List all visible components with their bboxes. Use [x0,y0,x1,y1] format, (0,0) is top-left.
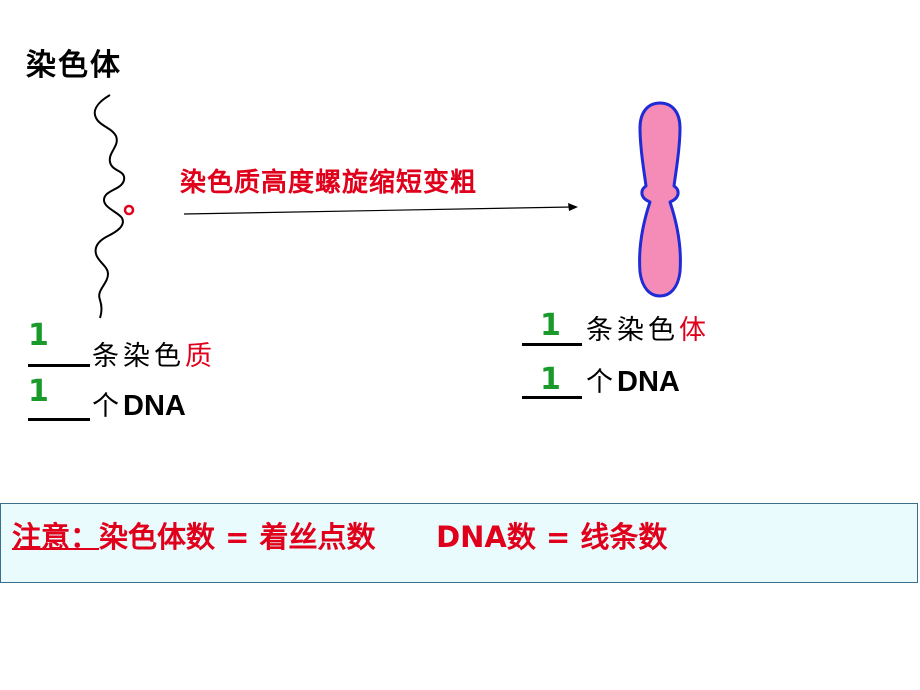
chromosome-dna-count: 1 [540,362,561,397]
transform-arrow-line [183,206,573,215]
chromosome-dna-blank [522,396,582,399]
chromatin-dna-count: 1 [28,374,49,409]
centromere-marker [123,204,135,216]
chromosome-label-highlight: 体 [679,315,710,346]
chromatin-label-highlight: 质 [185,341,216,372]
chromosome-count-blank [522,343,582,346]
note-text: 注意：染色体数 = 着丝点数 DNA数 = 线条数 [12,514,667,556]
chromatin-count: 1 [28,318,49,353]
chromatin-label: 条染色质 [92,334,216,373]
note-box [0,503,918,583]
transform-arrow-head [568,203,578,211]
chromosome-dna-prefix: 个 [586,367,617,398]
note-content: 染色体数 = 着丝点数 DNA数 = 线条数 [99,520,668,554]
diagram-title: 染色体 [26,48,122,83]
chromosome [638,101,682,298]
chromatin-dna-blank [28,418,90,421]
chromosome-dna-label: 个DNA [586,360,680,399]
chromatin-label-prefix: 条染色 [92,341,185,372]
chromatin-dna-suffix: DNA [123,390,186,422]
chromosome-dna-suffix: DNA [617,366,680,398]
chromatin-dna-label: 个DNA [92,384,186,423]
chromosome-label-prefix: 条染色 [586,315,679,346]
process-label: 染色质高度螺旋缩短变粗 [180,168,478,198]
note-label: 注意： [12,520,100,554]
chromatin-count-blank [28,364,90,367]
chromatin-thread [93,94,126,319]
chromatin-dna-prefix: 个 [92,391,123,422]
chromosome-count: 1 [540,308,561,343]
chromosome-label: 条染色体 [586,308,710,347]
diagram-art [93,94,682,319]
